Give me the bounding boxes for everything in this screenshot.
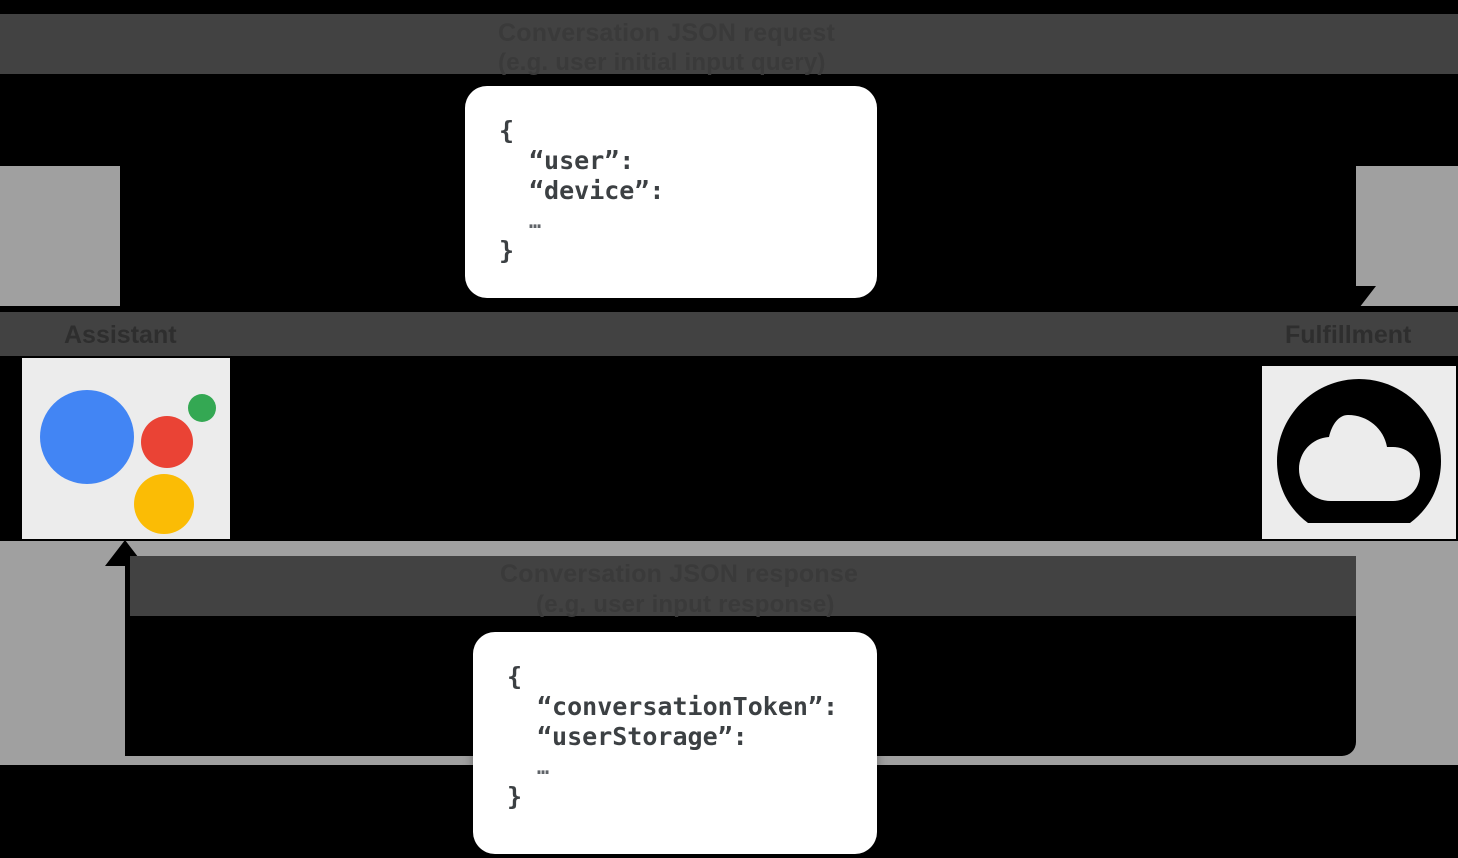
request-label-line2: (e.g. user initial input query) bbox=[498, 49, 826, 76]
response-json-card: { “conversationToken”: “userStorage”: … … bbox=[473, 632, 877, 854]
response-json-line-1: “conversationToken”: bbox=[537, 692, 839, 721]
request-json-line-3: … bbox=[529, 209, 542, 233]
request-json-line-4: } bbox=[499, 236, 515, 265]
request-label-bar bbox=[0, 14, 1458, 74]
fulfillment-cloud-tile bbox=[1262, 366, 1456, 539]
response-label-line2: (e.g. user input response) bbox=[536, 591, 835, 618]
fulfillment-label: Fulfillment bbox=[1285, 321, 1412, 349]
cloud-functions-icon bbox=[1277, 378, 1441, 523]
response-json-line-4: } bbox=[507, 782, 523, 811]
assistant-logo-yellow-dot bbox=[134, 474, 194, 534]
assistant-label: Assistant bbox=[64, 321, 177, 349]
request-flow-band-right bbox=[1356, 166, 1458, 306]
response-json-line-2: “userStorage”: bbox=[537, 722, 748, 751]
request-json-card: { “user”: “device”: … } bbox=[465, 86, 877, 298]
request-json-line-0: { bbox=[499, 116, 515, 145]
request-flow-arrowhead bbox=[1336, 286, 1376, 312]
node-label-bar bbox=[0, 312, 1458, 356]
assistant-logo-red-dot bbox=[141, 416, 193, 468]
request-label-line1: Conversation JSON request bbox=[498, 19, 836, 47]
response-json-line-0: { bbox=[507, 662, 523, 691]
response-label-bar bbox=[130, 556, 1356, 616]
request-flow-band-left bbox=[0, 166, 120, 306]
assistant-logo-tile bbox=[22, 358, 230, 539]
response-json-line-3: … bbox=[537, 755, 550, 779]
assistant-logo-blue-dot bbox=[40, 390, 134, 484]
assistant-logo-green-dot bbox=[188, 394, 216, 422]
request-json-line-1: “user”: bbox=[529, 146, 635, 175]
request-json-line-2: “device”: bbox=[529, 176, 665, 205]
response-label-line1: Conversation JSON response bbox=[500, 560, 859, 588]
